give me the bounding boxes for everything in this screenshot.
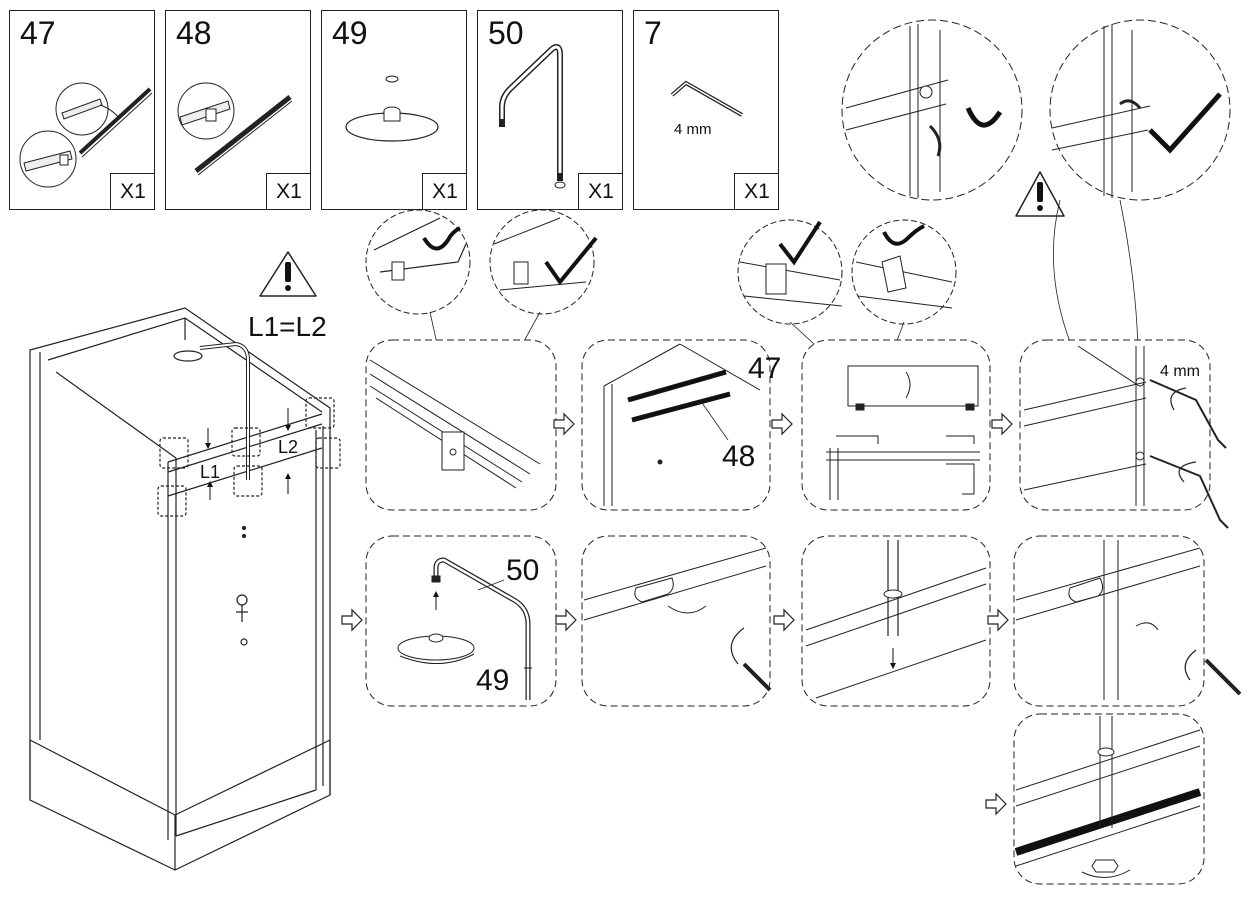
step-panel-9-pipe-nut (1013, 713, 1205, 885)
part-quantity: X1 (734, 173, 779, 210)
part-quantity: X1 (422, 173, 467, 210)
detail-circle-correct-clip (737, 219, 843, 325)
step-panel-1-seal-end (365, 339, 557, 511)
callout-50: 50 (506, 554, 539, 587)
step-panel-3-clip-profile (801, 339, 991, 511)
part-quantity: X1 (266, 173, 311, 210)
part-number: 48 (176, 15, 212, 51)
step-panel-4-bracket-tighten (1019, 339, 1229, 529)
warning-triangle-icon (1015, 171, 1065, 217)
step-arrows (341, 412, 1013, 816)
detail-circle-wrong-clip (851, 219, 957, 325)
detail-circle-correct-bracket (1049, 19, 1231, 201)
step-panel-7-pipe-insert (801, 535, 991, 707)
warning-triangle-icon (259, 251, 317, 297)
detail-circle-wrong-seal (365, 209, 471, 315)
step-panel-5-shower-head (365, 535, 557, 707)
part-number: 50 (488, 15, 524, 51)
detail-circle-correct-seal (489, 209, 598, 315)
step-panel-8-clamp-tighten (1013, 535, 1242, 707)
part-number: 7 (644, 15, 662, 51)
shower-arm-pipe-icon (499, 44, 566, 189)
callout-49: 49 (476, 664, 509, 697)
callout-48: 48 (722, 440, 755, 473)
length-label-l2: L2 (278, 437, 298, 457)
hex-key-icon (670, 80, 743, 117)
step-panel-6-clamp-screw (581, 535, 772, 707)
seal-strip-icon (177, 82, 293, 176)
part-card-48: 48 X1 (165, 10, 311, 210)
part-number: 49 (332, 15, 368, 51)
hex-key-size: 4 mm (674, 121, 712, 138)
part-quantity: X1 (110, 173, 155, 210)
part-card-50: 50 X1 (477, 10, 623, 210)
shower-enclosure-overview (29, 307, 341, 871)
equal-lengths-note: L1=L2 (248, 311, 327, 342)
part-card-47: 47 X1 (9, 10, 155, 210)
step-panel-2-seal-strips (581, 339, 771, 511)
tool-size-label: 4 mm (1160, 363, 1200, 380)
callout-47: 47 (748, 352, 781, 385)
part-number: 47 (20, 15, 56, 51)
detail-circle-wrong-bracket (841, 19, 1023, 201)
part-card-49: 49 X1 (321, 10, 467, 210)
length-label-l1: L1 (200, 462, 220, 482)
shower-head-icon (345, 75, 439, 142)
part-quantity: X1 (578, 173, 623, 210)
part-card-7: 7 4 mm X1 (633, 10, 779, 210)
seal-strip-clip-icon (19, 82, 153, 188)
